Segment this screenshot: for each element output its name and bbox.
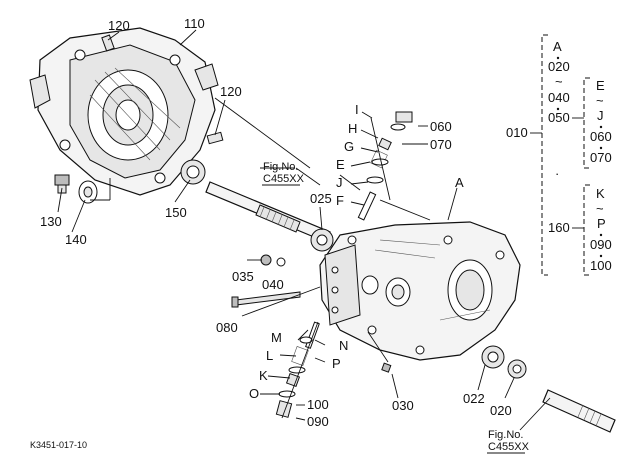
callout-060: 060 (430, 119, 452, 134)
fig-ref-upper-line2: C455XX (263, 173, 305, 185)
bearing-022 (481, 345, 505, 369)
legend-mid-dot: · (555, 166, 559, 181)
callout-labels: 120 110 120 130 140 150 025 035 040 080 … (30, 16, 530, 454)
plug-035 (260, 254, 272, 266)
legend-A: A (553, 39, 562, 54)
o-ring-040 (276, 257, 286, 267)
transmission-housing-110 (29, 27, 219, 196)
leader-lines (57, 29, 551, 431)
legend-020: 020 (548, 59, 570, 74)
dowel-pin-120-right (206, 131, 224, 145)
bolt-030 (381, 362, 392, 373)
callout-040: 040 (262, 277, 284, 292)
callout-025: 025 (310, 191, 332, 206)
assembly-legend: 010 A 020 ~ 040 050 E ~ J 060 070 · 160 … (506, 34, 612, 276)
callout-110: 110 (184, 16, 205, 31)
callout-022: 022 (463, 391, 485, 406)
callout-F: F (336, 193, 344, 208)
valve-stack-lower (275, 321, 320, 419)
legend-070: 070 (590, 150, 612, 165)
legend-090: 090 (590, 237, 612, 252)
callout-020: 020 (490, 403, 512, 418)
legend-160: 160 (548, 220, 570, 235)
legend-050: 050 (548, 110, 570, 125)
callout-130: 130 (40, 214, 62, 229)
callout-E: E (336, 157, 345, 172)
callout-080: 080 (216, 320, 238, 335)
callout-I: I (355, 102, 359, 117)
callout-070: 070 (430, 137, 452, 152)
legend-010: 010 (506, 125, 528, 140)
legend-E: E (596, 78, 605, 93)
callout-N: N (339, 338, 348, 353)
valve-stack-upper (357, 111, 413, 221)
callout-A: A (455, 175, 464, 190)
bearing-025 (310, 228, 334, 252)
callout-M: M (271, 330, 282, 345)
legend-040: 040 (548, 90, 570, 105)
output-shaft-lower (542, 389, 616, 433)
callout-150: 150 (165, 205, 187, 220)
oil-seal-140 (78, 180, 98, 204)
callout-140: 140 (65, 232, 87, 247)
callout-L: L (266, 348, 273, 363)
callout-120-top: 120 (108, 18, 130, 33)
bearing-020 (507, 359, 527, 379)
legend-tilde-3: ~ (596, 201, 604, 216)
bolt-080 (231, 291, 301, 308)
callout-100: 100 (307, 397, 329, 412)
fig-ref-lower-line2: C455XX (488, 441, 530, 453)
callout-P: P (332, 356, 341, 371)
legend-100: 100 (590, 258, 612, 273)
callout-090: 090 (307, 414, 329, 429)
document-code: K3451-017-10 (30, 440, 87, 450)
callout-120-right: 120 (220, 84, 242, 99)
fig-ref-lower-line1: Fig.No. (488, 429, 523, 441)
bearing-150 (180, 159, 206, 185)
callout-J: J (336, 175, 343, 190)
callout-K: K (259, 368, 268, 383)
callout-H: H (348, 121, 357, 136)
legend-P: P (597, 216, 606, 231)
legend-J: J (597, 108, 604, 123)
callout-G: G (344, 139, 354, 154)
legend-tilde-1: ~ (555, 74, 563, 89)
callout-030: 030 (392, 398, 414, 413)
legend-K: K (596, 186, 605, 201)
legend-tilde-2: ~ (596, 93, 604, 108)
legend-060: 060 (590, 129, 612, 144)
callout-O: O (249, 386, 259, 401)
callout-035: 035 (232, 269, 254, 284)
fig-ref-upper-line1: Fig.No. (263, 161, 298, 173)
dowel-pin-120-top (101, 34, 115, 52)
main-case-A (319, 221, 521, 361)
